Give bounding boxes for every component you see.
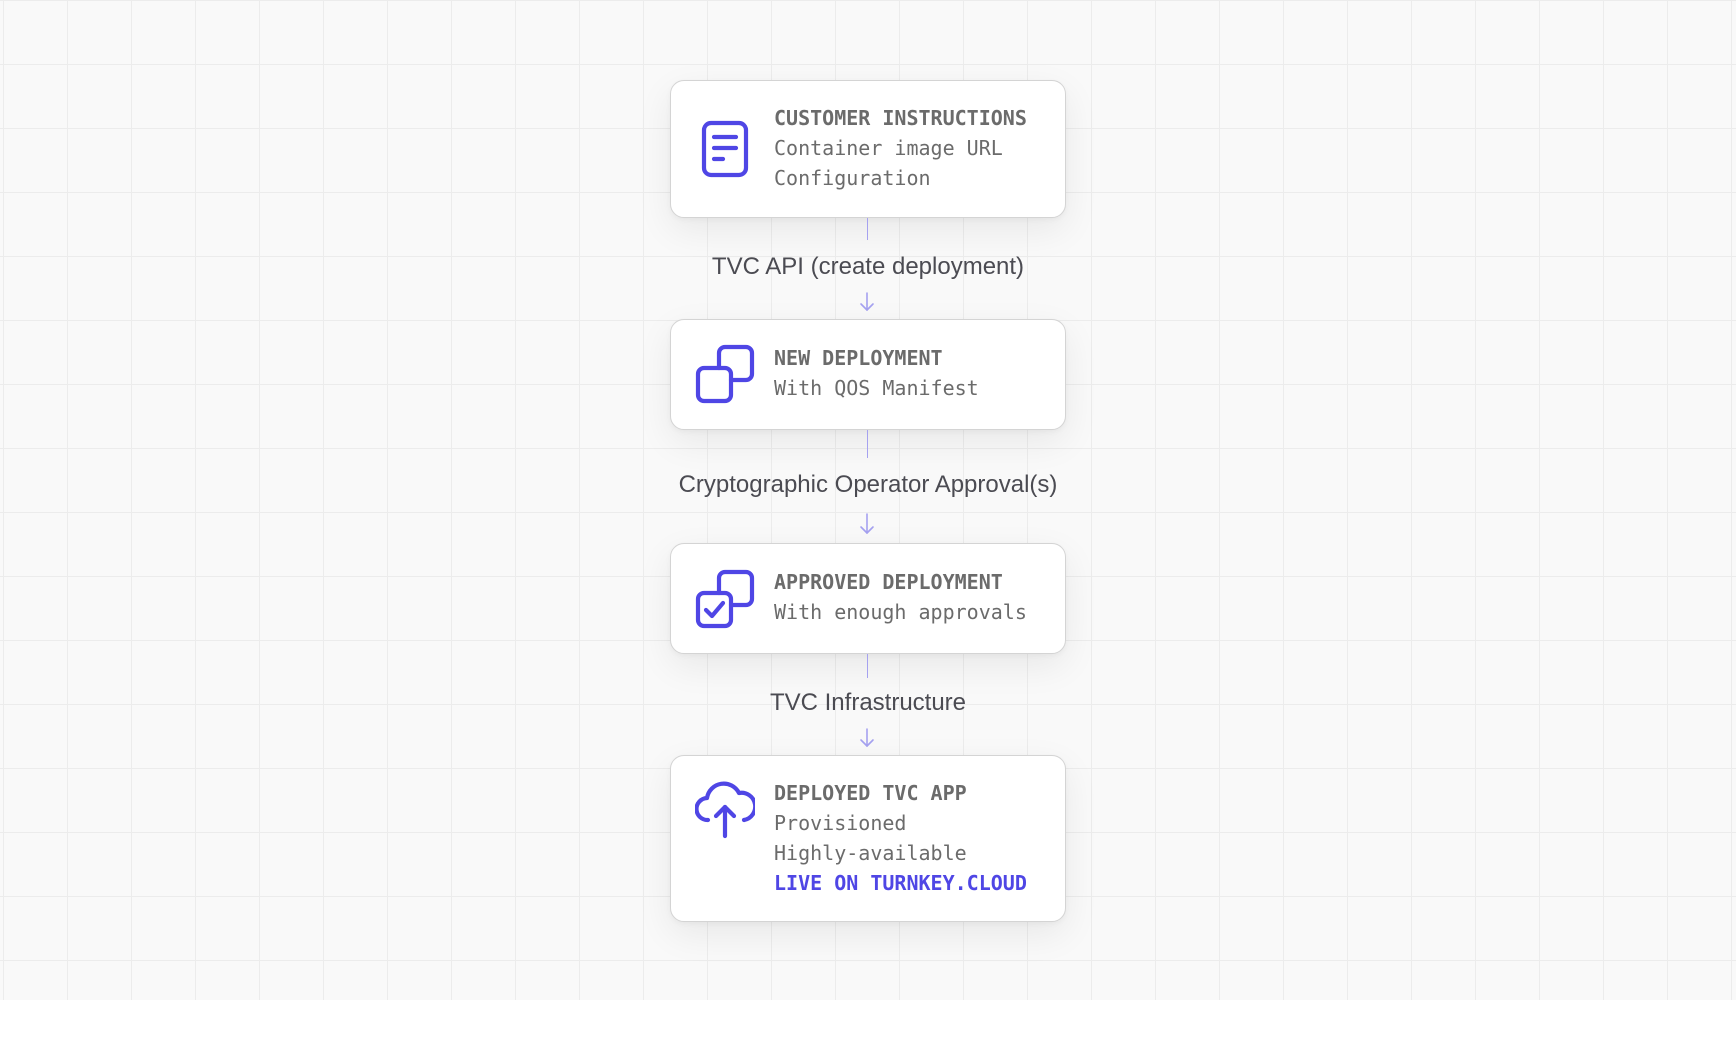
transition-label: Cryptographic Operator Approval(s) (678, 471, 1058, 498)
step-detail: With enough approvals (774, 600, 1027, 624)
connector-line (867, 218, 868, 240)
cloud-upload-icon (695, 780, 755, 840)
step-detail: Highly-available (774, 841, 967, 865)
arrow-down-icon (857, 290, 877, 314)
arrow-down-icon (857, 512, 877, 536)
step-title: APPROVED DEPLOYMENT (774, 570, 1003, 594)
diagram-canvas: CUSTOMER INSTRUCTIONS Container image UR… (0, 0, 1736, 1000)
connector-line (867, 430, 868, 458)
step-card-new-deployment: NEW DEPLOYMENT With QOS Manifest (670, 319, 1066, 430)
step-title: DEPLOYED TVC APP (774, 781, 967, 805)
step-title: CUSTOMER INSTRUCTIONS (774, 106, 1027, 130)
transition-label: TVC API (create deployment) (711, 253, 1025, 280)
step-detail: Provisioned (774, 811, 907, 835)
step-card-customer-instructions: CUSTOMER INSTRUCTIONS Container image UR… (670, 80, 1066, 218)
step-title: NEW DEPLOYMENT (774, 346, 943, 370)
copy-icon (695, 344, 755, 404)
step-card-deployed-app: DEPLOYED TVC APP Provisioned Highly-avai… (670, 755, 1066, 922)
transition-label: TVC Infrastructure (769, 689, 967, 716)
copy-check-icon (695, 569, 755, 629)
step-text: NEW DEPLOYMENT With QOS Manifest (774, 343, 1055, 403)
step-text: APPROVED DEPLOYMENT With enough approval… (774, 567, 1055, 627)
step-detail: Container image URL (774, 136, 1003, 160)
step-text: CUSTOMER INSTRUCTIONS Container image UR… (774, 103, 1055, 193)
arrow-down-icon (857, 726, 877, 750)
step-text: DEPLOYED TVC APP Provisioned Highly-avai… (774, 778, 1055, 898)
live-link-text: LIVE ON TURNKEY.CLOUD (774, 871, 1027, 895)
step-detail: Configuration (774, 166, 931, 190)
connector-line (867, 654, 868, 678)
step-detail: With QOS Manifest (774, 376, 979, 400)
document-icon (695, 119, 755, 179)
step-card-approved-deployment: APPROVED DEPLOYMENT With enough approval… (670, 543, 1066, 654)
